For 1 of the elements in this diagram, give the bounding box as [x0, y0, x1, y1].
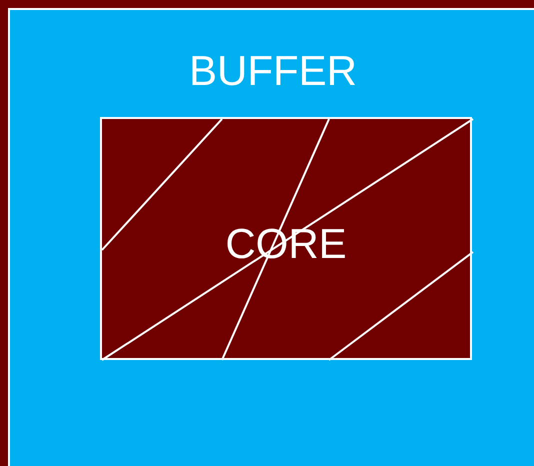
node-label: BUFFER [189, 50, 357, 92]
